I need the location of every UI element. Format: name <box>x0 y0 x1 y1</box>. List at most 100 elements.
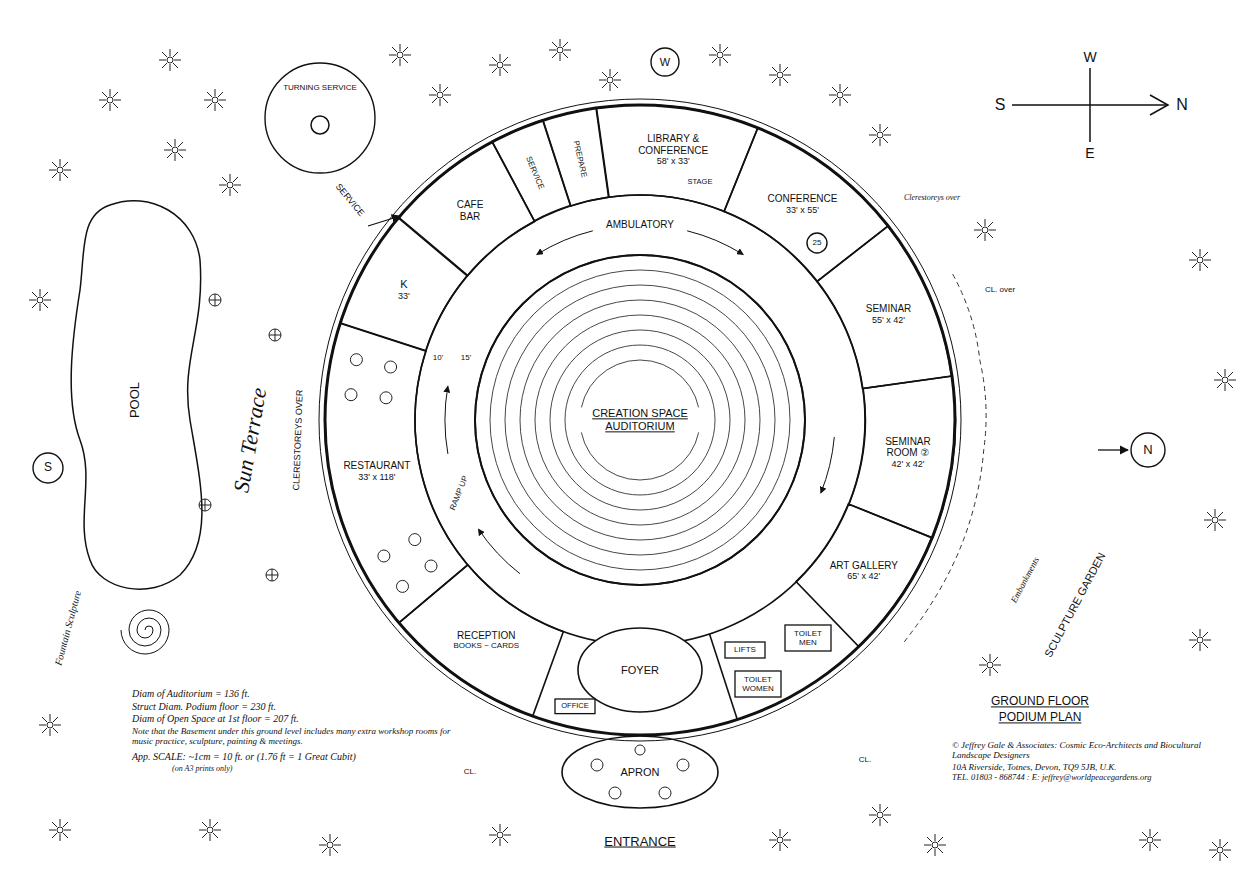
tree <box>49 819 71 841</box>
text-group: FOYER <box>619 664 661 677</box>
tree <box>1214 369 1236 391</box>
turning-circle: TURNING SERVICE <box>265 63 375 173</box>
text-group: S <box>42 461 54 475</box>
note-text-holder: Diam of Open Space at 1st floor = 207 ft… <box>130 713 301 725</box>
compass-letter-holder: S <box>993 96 1008 114</box>
dimension-label: 10' <box>431 353 445 362</box>
callout-circle: 25 <box>807 233 827 253</box>
tree <box>979 654 1001 676</box>
note-label: Clerestoreys over <box>902 193 962 202</box>
note-text-holder: Note that the Basement under this ground… <box>130 726 460 747</box>
circle-outline <box>1131 433 1165 467</box>
note-label-holder: CLERESTOREYS OVER <box>291 387 305 492</box>
tree <box>924 834 946 856</box>
table <box>397 580 409 592</box>
ramp-label: RAMP UP <box>447 473 471 514</box>
shape-group <box>340 217 467 350</box>
credit-text-holder: 10A Riverside, Totnes, Devon, TQ9 5JB, U… <box>950 762 1119 772</box>
text-group: W <box>658 56 672 69</box>
room-name: 25 <box>811 238 824 247</box>
scale-text-holder: (on A3 prints only) <box>170 764 235 773</box>
apron-swirl <box>635 745 645 755</box>
ring-wall <box>475 255 805 585</box>
compass-letter: S <box>993 96 1008 114</box>
text-group: CONFERENCE33' x 55' <box>765 193 839 215</box>
text-group: K33' <box>396 278 412 301</box>
compass-letter: N <box>1174 96 1190 114</box>
room-name: RESTAURANT <box>341 460 412 472</box>
compass-letter-holder: E <box>1083 145 1096 161</box>
compass-letter: W <box>1081 49 1098 65</box>
room-name: TURNING SERVICE <box>281 83 359 92</box>
seating-ring <box>550 330 730 510</box>
fountain-spiral <box>121 610 169 654</box>
room-outline <box>325 323 468 623</box>
cafe-room: CAFE BAR <box>399 142 535 276</box>
circulation-arrow <box>687 231 743 255</box>
tree <box>489 824 511 846</box>
room-dimension: 42' x 42' <box>889 459 926 469</box>
room-dimension: 33' <box>396 290 412 300</box>
room-name: CONFERENCE <box>765 193 839 205</box>
tree <box>869 124 891 146</box>
text-group: TURNING SERVICE <box>281 83 359 92</box>
tree <box>1209 839 1231 861</box>
circle-outline <box>475 255 805 585</box>
area-label: SCULPTURE GARDEN <box>1041 549 1109 662</box>
tree <box>769 64 791 86</box>
room-name: W <box>658 56 672 69</box>
foyer-ellipse: FOYER <box>578 628 702 712</box>
outer-wall <box>325 105 955 735</box>
room-dimension: 55' x 42' <box>870 315 907 325</box>
area-label-holder: Sun Terrace <box>228 384 272 497</box>
apron-swirl <box>659 787 671 799</box>
tree <box>99 89 121 111</box>
apron-swirl <box>591 759 603 771</box>
seating-ring <box>505 285 775 555</box>
table <box>345 389 357 401</box>
feature-label: Fountain Sculpture <box>52 587 84 668</box>
text-group: RESTAURANT33' x 118' <box>341 460 412 482</box>
scale-text: (on A3 prints only) <box>170 764 235 773</box>
tree <box>29 289 51 311</box>
toilet-room: TOILET WOMEN <box>735 671 781 697</box>
terrace-umbrella <box>269 329 281 341</box>
table <box>425 560 437 572</box>
compass-letter-holder: N <box>1174 96 1190 114</box>
note-label: CL. over <box>983 285 1017 294</box>
text-group: ART GALLERY65' x 42' <box>828 560 900 582</box>
text-group: APRON <box>618 766 661 779</box>
pool-outline: POOL <box>68 190 218 610</box>
ring-wall <box>415 195 865 645</box>
plan-title: GROUND FLOOR PODIUM PLAN <box>975 694 1105 725</box>
room-name: FOYER <box>619 664 661 677</box>
reception-room: RECEPTIONBOOKS ~ CARDS <box>399 565 563 716</box>
terrace-umbrella <box>266 569 278 581</box>
tree <box>489 54 511 76</box>
room-dimension: 33' x 55' <box>784 205 821 215</box>
shape-group <box>399 142 535 276</box>
shape-group <box>562 736 718 808</box>
tree <box>599 69 621 91</box>
seminar-room: SEMINAR ROOM ②42' x 42' <box>849 376 955 538</box>
note-label-holder: CL. <box>857 755 873 764</box>
plan-title-holder: GROUND FLOOR PODIUM PLAN <box>975 694 1105 725</box>
room-name: CREATION SPACE AUDITORIUM <box>575 407 705 432</box>
ramp-arrow <box>478 529 520 574</box>
room-name: AMBULATORY <box>604 219 676 231</box>
table <box>385 361 397 373</box>
shape-group <box>578 628 702 712</box>
room-outline <box>724 128 888 282</box>
table <box>380 392 392 404</box>
shape-group <box>475 255 805 585</box>
shape-group <box>817 226 952 389</box>
tree <box>829 84 851 106</box>
text-group: LIBRARY & CONFERENCE58' x 33' <box>618 133 728 166</box>
restaurant-room: RESTAURANT33' x 118' <box>325 323 468 623</box>
entrance-label: ENTRANCE <box>602 835 678 850</box>
room-name: TOILET MEN <box>788 629 828 647</box>
room-name: POOL <box>128 380 143 420</box>
room-dimension: BOOKS ~ CARDS <box>451 641 521 650</box>
pool-edge <box>71 201 202 590</box>
room-name: N <box>1141 443 1154 458</box>
